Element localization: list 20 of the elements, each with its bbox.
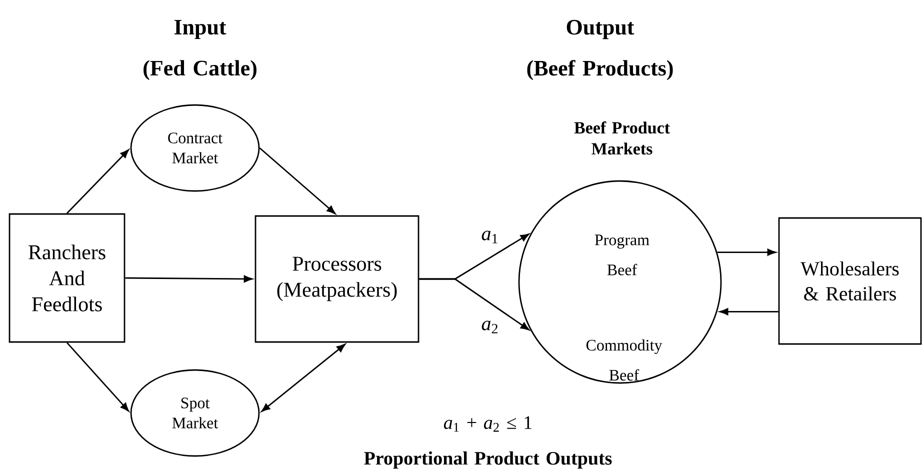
edge-label: a$_{1}$ xyxy=(482,230,498,244)
arrow xyxy=(717,248,776,256)
heading: Output (Beef Products) xyxy=(527,20,673,80)
process-box: Ranchers And Feedlots xyxy=(8,213,126,343)
arrow xyxy=(125,275,253,282)
market-text: Commodity Beef xyxy=(586,339,662,381)
process-box: Processors (Meatpackers) xyxy=(254,215,420,343)
edge-label: a$_{2}$ xyxy=(482,320,498,334)
process-box: Wholesalers & Retailers xyxy=(778,217,922,345)
arrow xyxy=(66,342,130,412)
arrow xyxy=(66,149,129,214)
formula-text: a$_{1}$ + a$_{2}$ ≤ 1 xyxy=(444,416,532,432)
market-text: Program Beef xyxy=(594,234,650,276)
arrow xyxy=(720,308,778,316)
caption-text: Proportional Product Outputs xyxy=(364,451,612,469)
market-heading: Beef Product Markets xyxy=(574,121,670,155)
arrow xyxy=(261,344,346,412)
heading: Input (Fed Cattle) xyxy=(144,20,256,80)
arrow xyxy=(259,147,336,214)
arrow xyxy=(419,278,530,330)
